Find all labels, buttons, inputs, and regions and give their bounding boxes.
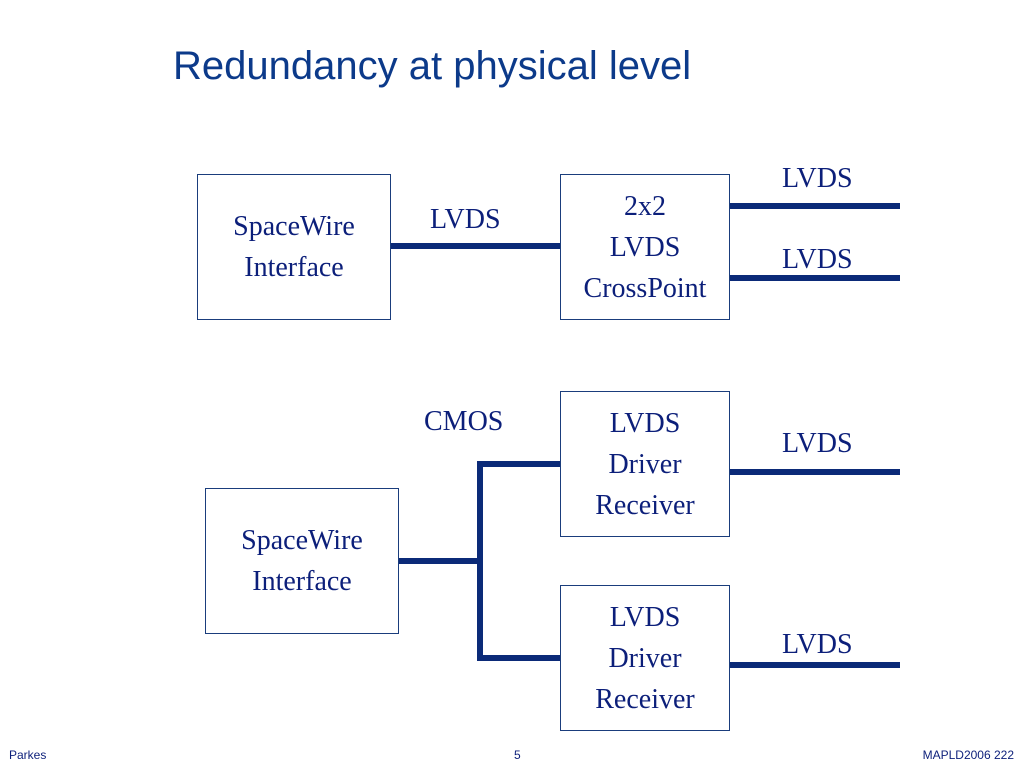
crosspoint-label-line1: 2x2 (624, 190, 666, 222)
interface-label-line2: Interface (252, 566, 352, 597)
driver-label-line3: Receiver (595, 683, 695, 715)
driver-label-line2: Driver (608, 448, 682, 480)
cmos-branch-vertical-line (477, 461, 483, 661)
lvds-link-label-top: LVDS (430, 204, 501, 235)
slide-title: Redundancy at physical level (173, 44, 692, 88)
footer-author: Parkes (9, 748, 47, 762)
cmos-branch-line-upper (477, 461, 560, 467)
interface-label-line2: Interface (244, 252, 344, 283)
crosspoint-label-line2: LVDS (609, 231, 681, 263)
crosspoint-output-line-1 (730, 203, 900, 209)
spacewire-interface-box-top: SpaceWire Interface (197, 174, 391, 320)
interface-label-line1: SpaceWire (241, 525, 363, 556)
driver-output-label-2: LVDS (782, 629, 853, 660)
interface-label-line1: SpaceWire (233, 211, 355, 242)
cmos-branch-line-lower (477, 655, 560, 661)
driver-label-line2: Driver (608, 642, 682, 674)
spacewire-interface-box-bottom: SpaceWire Interface (205, 488, 399, 634)
crosspoint-label-line3: CrossPoint (583, 272, 707, 304)
lvds-driver-receiver-box-2: LVDS Driver Receiver (560, 585, 730, 731)
cmos-link-label: CMOS (424, 406, 504, 437)
crosspoint-output-line-2 (730, 275, 900, 281)
driver-output-line-1 (730, 469, 900, 475)
driver-output-label-1: LVDS (782, 428, 853, 459)
cmos-link-line (399, 558, 483, 564)
driver-label-line3: Receiver (595, 489, 695, 521)
crosspoint-box: 2x2 LVDS CrossPoint (560, 174, 730, 320)
footer-event-code: MAPLD2006 222 (922, 748, 1014, 762)
driver-label-line1: LVDS (609, 601, 681, 633)
driver-output-line-2 (730, 662, 900, 668)
crosspoint-output-label-1: LVDS (782, 163, 853, 194)
lvds-driver-receiver-box-1: LVDS Driver Receiver (560, 391, 730, 537)
footer-page-number: 5 (514, 748, 521, 762)
crosspoint-output-label-2: LVDS (782, 244, 853, 275)
lvds-link-line-top (391, 243, 560, 249)
driver-label-line1: LVDS (609, 407, 681, 439)
